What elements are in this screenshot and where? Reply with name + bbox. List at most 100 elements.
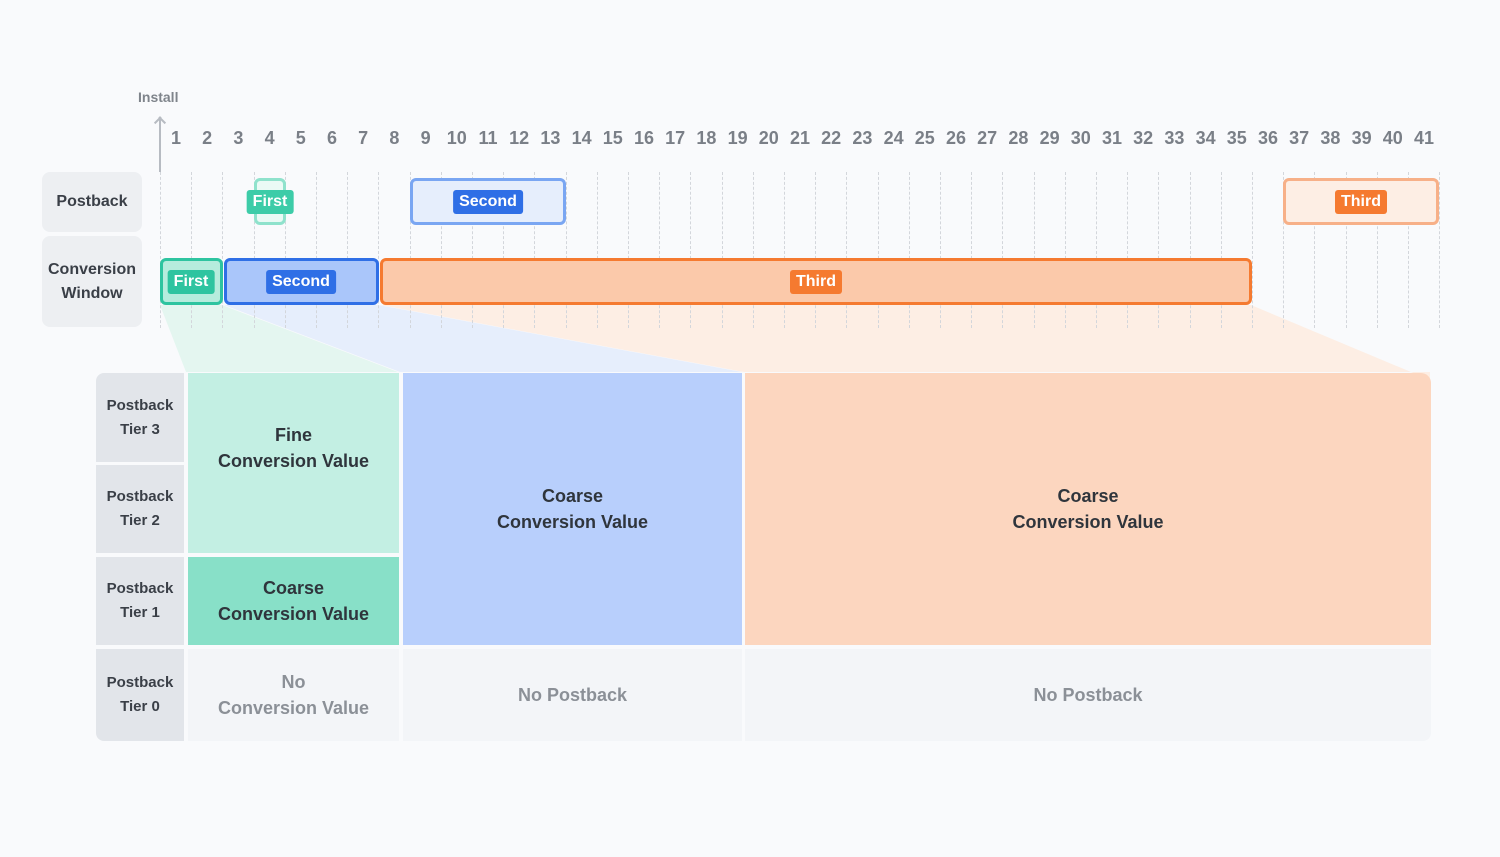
day-gridline <box>1064 172 1066 328</box>
first-fine-cell: Fine Conversion Value <box>188 373 399 553</box>
install-label: Install <box>138 89 179 105</box>
third-coarse-cell: Coarse Conversion Value <box>745 373 1431 645</box>
day-label: 18 <box>696 128 717 148</box>
day-label: 14 <box>571 128 592 148</box>
day-gridline <box>316 172 317 328</box>
day-gridline <box>940 172 941 328</box>
day-label: 12 <box>509 128 530 148</box>
day-gridline <box>596 172 598 328</box>
day-gridline <box>1220 172 1222 328</box>
day-gridline <box>503 172 505 328</box>
postback-second-box <box>410 178 566 225</box>
day-gridline <box>1408 172 1409 328</box>
postback-first-tag: First <box>246 190 294 214</box>
day-label: 32 <box>1133 128 1154 148</box>
day-gridline <box>752 172 754 328</box>
postback-second-tag: Second <box>453 190 523 214</box>
first-none-cell: No Conversion Value <box>188 649 399 741</box>
day-label: 35 <box>1226 128 1247 148</box>
day-label: 5 <box>295 128 306 148</box>
day-label: 4 <box>264 128 275 148</box>
day-label: 17 <box>665 128 686 148</box>
day-label: 21 <box>789 128 811 148</box>
second-coarse-cell: Coarse Conversion Value <box>403 373 742 645</box>
day-gridline <box>565 172 567 328</box>
day-gridline <box>253 172 255 328</box>
tier-1-label: Postback Tier 1 <box>96 557 184 645</box>
day-gridline <box>815 172 817 328</box>
day-label: 38 <box>1320 128 1341 148</box>
day-label: 24 <box>883 128 904 148</box>
day-gridline <box>1033 172 1035 328</box>
day-label: 37 <box>1289 128 1310 148</box>
third-none-cell: No Postback <box>745 649 1431 741</box>
day-gridline <box>191 172 193 328</box>
day-label: 20 <box>758 128 779 148</box>
day-label: 3 <box>233 128 244 148</box>
day-label: 11 <box>478 128 498 148</box>
day-label: 2 <box>202 128 213 148</box>
conversion-window-row-label: Conversion Window <box>42 236 142 327</box>
day-label: 13 <box>540 128 561 148</box>
day-label: 33 <box>1164 128 1185 148</box>
day-label: 36 <box>1257 128 1279 148</box>
day-gridline <box>284 172 286 328</box>
day-gridline <box>1314 172 1316 328</box>
window-third-tag: Third <box>790 270 842 294</box>
day-gridline <box>1127 172 1129 328</box>
tier-2-label: Postback Tier 2 <box>96 465 184 553</box>
day-label: 34 <box>1195 128 1216 148</box>
day-gridline <box>628 172 629 328</box>
day-gridline <box>1283 172 1285 328</box>
day-gridline <box>347 172 349 328</box>
day-gridline <box>877 172 879 328</box>
day-label: 15 <box>602 128 623 148</box>
day-label: 27 <box>977 128 998 148</box>
first-coarse-cell: Coarse Conversion Value <box>188 557 399 645</box>
day-gridline <box>659 172 661 328</box>
day-label: 31 <box>1101 128 1123 148</box>
day-gridline <box>1376 172 1378 328</box>
day-gridline <box>690 172 692 328</box>
day-gridline <box>440 172 442 328</box>
window-second-tag: Second <box>266 270 336 294</box>
day-label: 41 <box>1413 128 1435 148</box>
day-label: 25 <box>914 128 935 148</box>
day-gridline <box>1189 172 1191 328</box>
day-label: 29 <box>1039 128 1060 148</box>
day-label: 6 <box>326 128 337 148</box>
day-label: 40 <box>1382 128 1403 148</box>
day-gridline <box>721 172 723 328</box>
postback-third-tag: Third <box>1335 190 1387 214</box>
install-arrow-icon <box>159 118 161 172</box>
day-gridline <box>160 172 161 328</box>
day-gridline <box>1096 172 1097 328</box>
day-gridline <box>472 172 473 328</box>
day-gridline <box>1002 172 1004 328</box>
day-gridline <box>846 172 848 328</box>
second-none-cell: No Postback <box>403 649 742 741</box>
postback-row-label: Postback <box>42 172 142 232</box>
day-gridline <box>1345 172 1347 328</box>
day-gridline <box>1439 172 1441 328</box>
day-gridline <box>1252 172 1253 328</box>
tier-0-label: Postback Tier 0 <box>96 649 184 741</box>
day-gridline <box>1158 172 1160 328</box>
second-funnel <box>224 305 742 372</box>
tier-3-label: Postback Tier 3 <box>96 373 184 462</box>
day-label: 7 <box>358 128 369 148</box>
day-label: 28 <box>1008 128 1029 148</box>
day-gridline <box>534 172 536 328</box>
window-first-tag: First <box>167 270 215 294</box>
day-label: 10 <box>446 128 467 148</box>
day-label: 23 <box>852 128 873 148</box>
day-label: 8 <box>389 128 400 148</box>
day-gridline <box>222 172 224 328</box>
day-gridline <box>378 172 380 328</box>
day-label: 22 <box>821 128 842 148</box>
day-label: 19 <box>727 128 748 148</box>
day-label: 16 <box>633 128 655 148</box>
day-label: 30 <box>1070 128 1091 148</box>
